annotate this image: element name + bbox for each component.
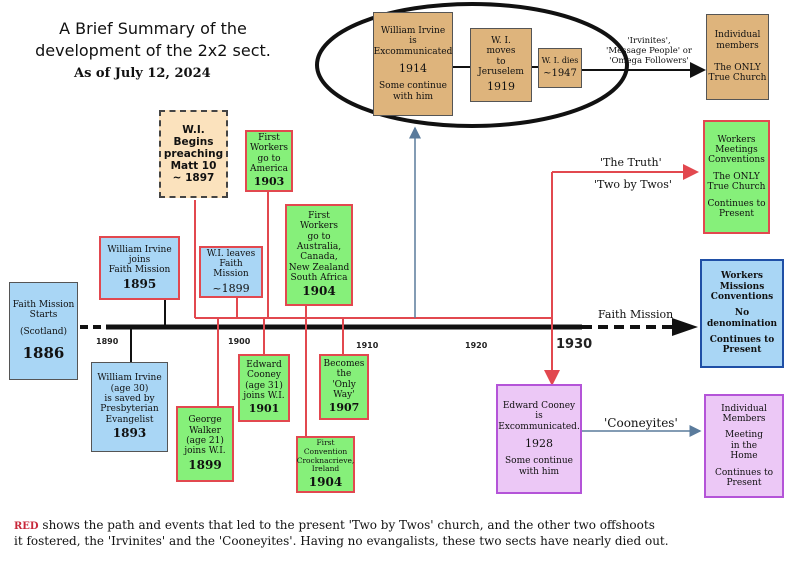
footer-red-word: RED [14, 521, 39, 532]
outcome-faith-mission-box: Workers Missions Conventions No denomina… [700, 259, 784, 368]
tick-label: 1920 [465, 341, 488, 350]
faith-mission-label: Faith Mission [598, 308, 674, 321]
irvinites-label: 'Irvinites', 'Message People' or 'Omega … [606, 36, 692, 67]
event-wi-dies: W. I. dies ~1947 [538, 48, 582, 88]
event-ec-excommunicated: Edward Cooney is Excommunicated. 1928 So… [496, 384, 582, 494]
footer-line1-text: shows the path and events that led to th… [38, 518, 655, 532]
chart-title: A Brief Summary of the development of th… [22, 18, 284, 61]
truth-label-1: 'The Truth' [600, 156, 662, 169]
cooneyites-label: 'Cooneyites' [604, 416, 678, 430]
outcome-irvinites-box: Individual members The ONLY True Church [706, 14, 769, 100]
outcome-cooneyites-box: Individual Members Meeting in the Home C… [704, 394, 784, 498]
event-edward-cooney-joins: Edward Cooney (age 31) joins W.I. 1901 [238, 354, 290, 422]
footer-note: RED shows the path and events that led t… [14, 518, 786, 549]
outcome-two-by-twos-box: Workers Meetings Conventions The ONLY Tr… [703, 120, 770, 234]
footer-line2: it fostered, the 'Irvinites' and the 'Co… [14, 533, 669, 548]
tick-label: 1900 [228, 337, 251, 346]
event-wi-begins-preaching: W.I. Begins preaching Matt 10 ~ 1897 [159, 110, 228, 198]
title-date: As of July 12, 2024 [74, 66, 211, 81]
event-workers-to-america: First Workers go to America 1903 [245, 130, 293, 192]
event-wi-leaves-faith-mission: W.I. leaves Faith Mission ~1899 [199, 246, 263, 298]
event-wi-saved: William Irvine (age 30) is saved by Pres… [91, 362, 168, 452]
event-wi-joins-faith-mission: William Irvine joins Faith Mission 1895 [99, 236, 180, 300]
event-wi-moves-jerusalem: W. I. moves to Jeruselem 1919 [470, 28, 532, 102]
title-line1: A Brief Summary of the [59, 19, 247, 38]
tick-label: 1890 [96, 337, 119, 346]
event-becomes-only-way: Becomes the 'Only Way' 1907 [319, 354, 369, 420]
timeline-arrowhead [672, 318, 698, 336]
irvine-ellipse [315, 2, 629, 128]
title-line2: development of the 2x2 sect. [35, 40, 271, 60]
tick-label: 1910 [356, 341, 379, 350]
truth-label-2: 'Two by Twos' [594, 178, 672, 191]
tick-label: 1930 [556, 337, 593, 352]
footer-line1: RED shows the path and events that led t… [14, 518, 786, 534]
event-faith-mission-starts: Faith Mission Starts (Scotland) 1886 [9, 282, 78, 380]
event-wi-excommunicated: William Irvine is Excommunicated 1914 So… [373, 12, 453, 116]
event-workers-to-australia: First Workers go to Australia, Canada, N… [285, 204, 353, 306]
event-george-walker-joins: George Walker (age 21) joins W.I. 1899 [176, 406, 234, 482]
event-first-convention: First Convention Crocknacrieve, Ireland … [296, 436, 355, 493]
